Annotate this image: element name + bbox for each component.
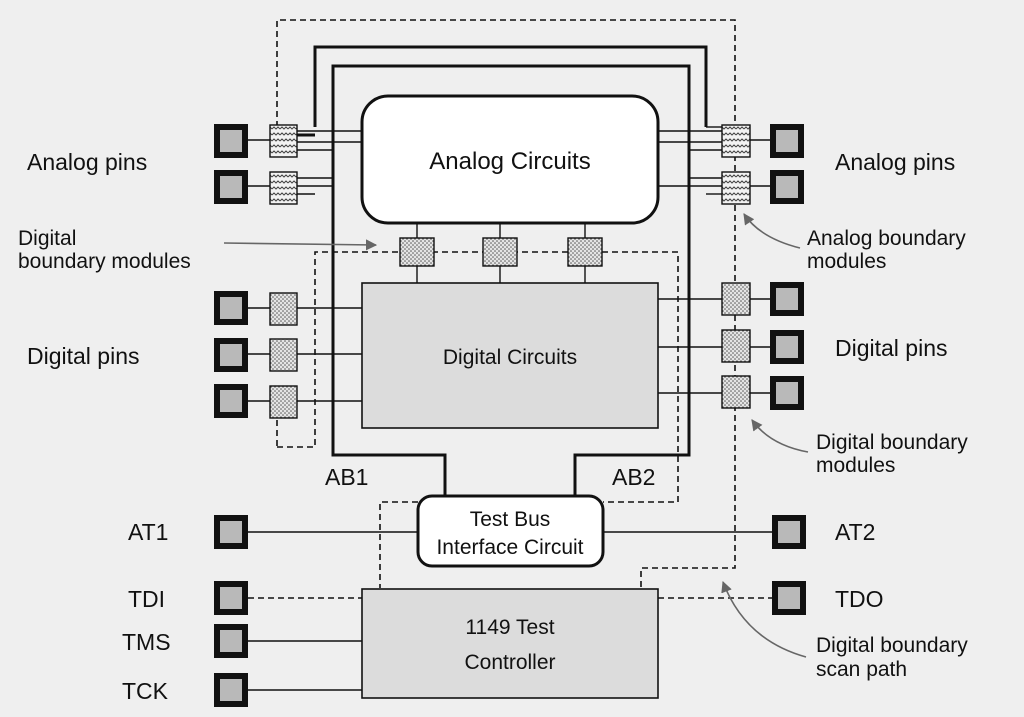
digital-boundary-modules <box>269 237 751 419</box>
test-bus-label-line1: Test Bus <box>470 508 551 531</box>
digital-pin-left-1 <box>214 291 248 325</box>
digital-pin-left-2 <box>214 338 248 372</box>
at1-pin <box>214 515 248 549</box>
scan-path-arrow <box>721 580 807 658</box>
analog-pin-left-1 <box>214 124 248 158</box>
tdi-label: TDI <box>128 586 165 612</box>
pins <box>214 124 806 707</box>
at2-pin <box>772 515 806 549</box>
ab1-label: AB1 <box>325 464 368 490</box>
analog-module-left-1 <box>269 124 298 158</box>
analog-pin-right-2 <box>770 170 804 204</box>
digital-pin-right-3 <box>770 376 804 410</box>
analog-boundary-modules-right-line1: Analog boundary <box>807 227 966 250</box>
test-bus-label-line2: Interface Circuit <box>436 536 583 559</box>
digital-module-left-2 <box>269 338 298 372</box>
analog-boundary-modules-right-line2: modules <box>807 250 886 273</box>
analog-module-right-1 <box>721 124 751 158</box>
tms-label: TMS <box>122 629 171 655</box>
digital-pin-left-3 <box>214 384 248 418</box>
test-bus-interface-block <box>416 494 605 568</box>
digital-boundary-left-arrow <box>223 239 378 251</box>
controller-label-line1: 1149 Test <box>465 616 554 639</box>
tms-pin <box>214 624 248 658</box>
tdi-pin <box>214 581 248 615</box>
digital-module-top-3 <box>567 237 603 267</box>
analog-pins-left-label: Analog pins <box>27 149 147 175</box>
digital-module-right-1 <box>721 282 751 316</box>
digital-boundary-right-arrow <box>751 419 809 453</box>
at2-label: AT2 <box>835 519 875 545</box>
at1-label: AT1 <box>128 519 168 545</box>
test-controller-block <box>361 588 659 699</box>
ab2-label: AB2 <box>612 464 655 490</box>
digital-circuits-block <box>361 282 659 429</box>
analog-bus-lines <box>297 45 708 500</box>
digital-boundary-modules-right-line1: Digital boundary <box>816 431 968 454</box>
digital-pins-left-label: Digital pins <box>27 343 140 369</box>
analog-circuits-label: Analog Circuits <box>429 148 590 175</box>
digital-boundary-modules-right-line2: modules <box>816 454 895 477</box>
tdo-pin <box>772 581 806 615</box>
scan-path-label-line1: Digital boundary <box>816 634 968 657</box>
tck-label: TCK <box>122 678 169 704</box>
analog-boundary-modules <box>269 124 751 205</box>
digital-pin-right-1 <box>770 282 804 316</box>
digital-module-right-2 <box>721 329 751 363</box>
digital-module-right-3 <box>721 375 751 409</box>
digital-boundary-modules-left-line1: Digital <box>18 227 76 250</box>
annotation-arrows <box>223 213 809 658</box>
digital-pins-right-label: Digital pins <box>835 335 948 361</box>
digital-boundary-modules-left-line2: boundary modules <box>18 250 191 273</box>
analog-pin-left-2 <box>214 170 248 204</box>
tdo-label: TDO <box>835 586 884 612</box>
digital-circuits-label: Digital Circuits <box>443 346 577 369</box>
analog-left-wires <box>248 130 362 195</box>
analog-module-left-2 <box>269 171 298 205</box>
analog-circuits-block <box>360 94 660 225</box>
digital-pin-right-2 <box>770 330 804 364</box>
analog-pin-right-1 <box>770 124 804 158</box>
digital-module-left-1 <box>269 292 298 326</box>
analog-module-right-2 <box>721 171 751 205</box>
analog-pins-right-label: Analog pins <box>835 149 955 175</box>
digital-module-top-2 <box>482 237 518 267</box>
scan-path-label-line2: scan path <box>816 658 907 681</box>
digital-module-left-3 <box>269 385 298 419</box>
analog-boundary-right-arrow <box>743 213 801 249</box>
digital-module-top-1 <box>399 237 435 267</box>
tck-pin <box>214 673 248 707</box>
analog-right-wires <box>658 126 770 195</box>
digital-wires <box>248 223 772 691</box>
controller-label-line2: Controller <box>464 651 555 674</box>
